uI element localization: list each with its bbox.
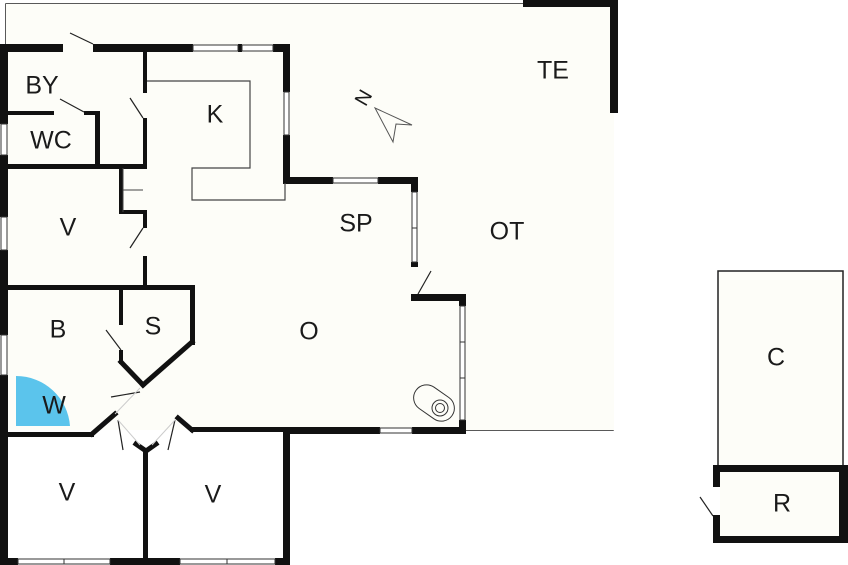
room-label-v3: V [204,480,222,509]
closet-shelves [122,168,143,212]
stove-icon [413,384,455,422]
room-label-o: O [299,317,319,346]
room-label-by: BY [25,71,59,100]
wardrobe-shape [16,375,70,426]
storage-floor [720,472,839,536]
room-label-b: B [49,315,67,344]
room-label-v1: V [59,213,77,242]
room-label-ot: OT [489,217,525,246]
room-label-k: K [206,100,224,129]
house-walls [0,44,466,565]
diagonal-walls [88,338,196,455]
room-label-r: R [772,489,792,518]
door-openings [114,387,176,446]
compass-arrow-icon [373,106,413,144]
room-label-te: TE [537,56,569,85]
room-label-wc: WC [30,126,72,155]
windows [0,44,466,565]
room-label-c: C [766,343,786,372]
room-label-v2: V [58,478,76,507]
carport-outline [717,270,844,467]
storage-walls [713,465,848,543]
kitchen-counter [147,80,286,201]
room-label-sp: SP [339,209,373,238]
terrace-wall [523,0,618,113]
room-label-s: S [144,312,162,341]
terrace-floor [6,4,614,430]
door-swings [59,32,714,517]
room-label-w: W [42,391,66,420]
